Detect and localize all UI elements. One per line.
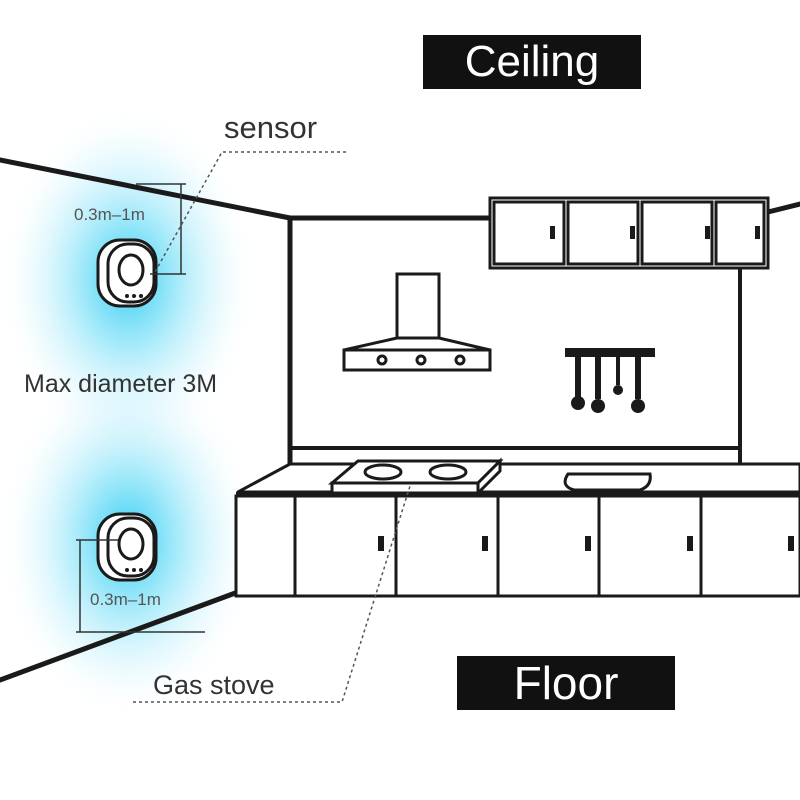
countertop: [236, 462, 800, 496]
top-sensor-dimension: [136, 183, 186, 275]
utensil-rack: [565, 348, 655, 413]
top-gas-sensor: [96, 238, 158, 308]
upper-cabinets: [488, 196, 770, 270]
utensil-rack-bar: [565, 348, 655, 357]
lower-cabinet-frame: [234, 494, 800, 598]
gas-stove-front: [330, 481, 480, 495]
gas-stove-label: Gas stove: [153, 670, 275, 700]
ceiling-wall-edge: [0, 157, 293, 221]
sensor-label: sensor: [224, 110, 318, 145]
max-diameter-label: Max diameter 3M: [24, 370, 218, 398]
gas-stove-burner-right: [428, 463, 468, 481]
sink: [563, 472, 652, 492]
bottom-sensor-dimension: [76, 539, 205, 633]
floor-wall-edge: [0, 589, 241, 683]
lower-cabinet-handles: [378, 536, 794, 551]
upper-cabinet-door-2: [566, 200, 640, 266]
room-lines: [0, 157, 800, 683]
upper-cabinet-door-3: [640, 200, 714, 266]
gas-stove: [327, 457, 504, 497]
bottom-distance-label: 0.3m–1m: [90, 590, 161, 609]
ceiling-right-edge: [765, 201, 800, 215]
countertop-surface: [236, 462, 800, 494]
range-hood-canopy: [343, 336, 491, 352]
range-hood-knobs: [376, 354, 466, 366]
upper-cabinet-door-1: [492, 200, 566, 266]
top-distance-label: 0.3m–1m: [74, 205, 145, 224]
range-hood: [342, 272, 492, 372]
gas-stove-side: [476, 457, 502, 497]
gas-stove-top: [327, 459, 504, 485]
upper-cabinet-handles: [550, 226, 760, 239]
ceiling-label: Ceiling: [423, 35, 641, 89]
bottom-gas-sensor: [96, 512, 158, 582]
lower-cabinets: [234, 494, 800, 598]
range-hood-chimney: [395, 272, 441, 340]
floor-label: Floor: [457, 656, 675, 710]
gas-stove-burner-left: [363, 463, 403, 481]
